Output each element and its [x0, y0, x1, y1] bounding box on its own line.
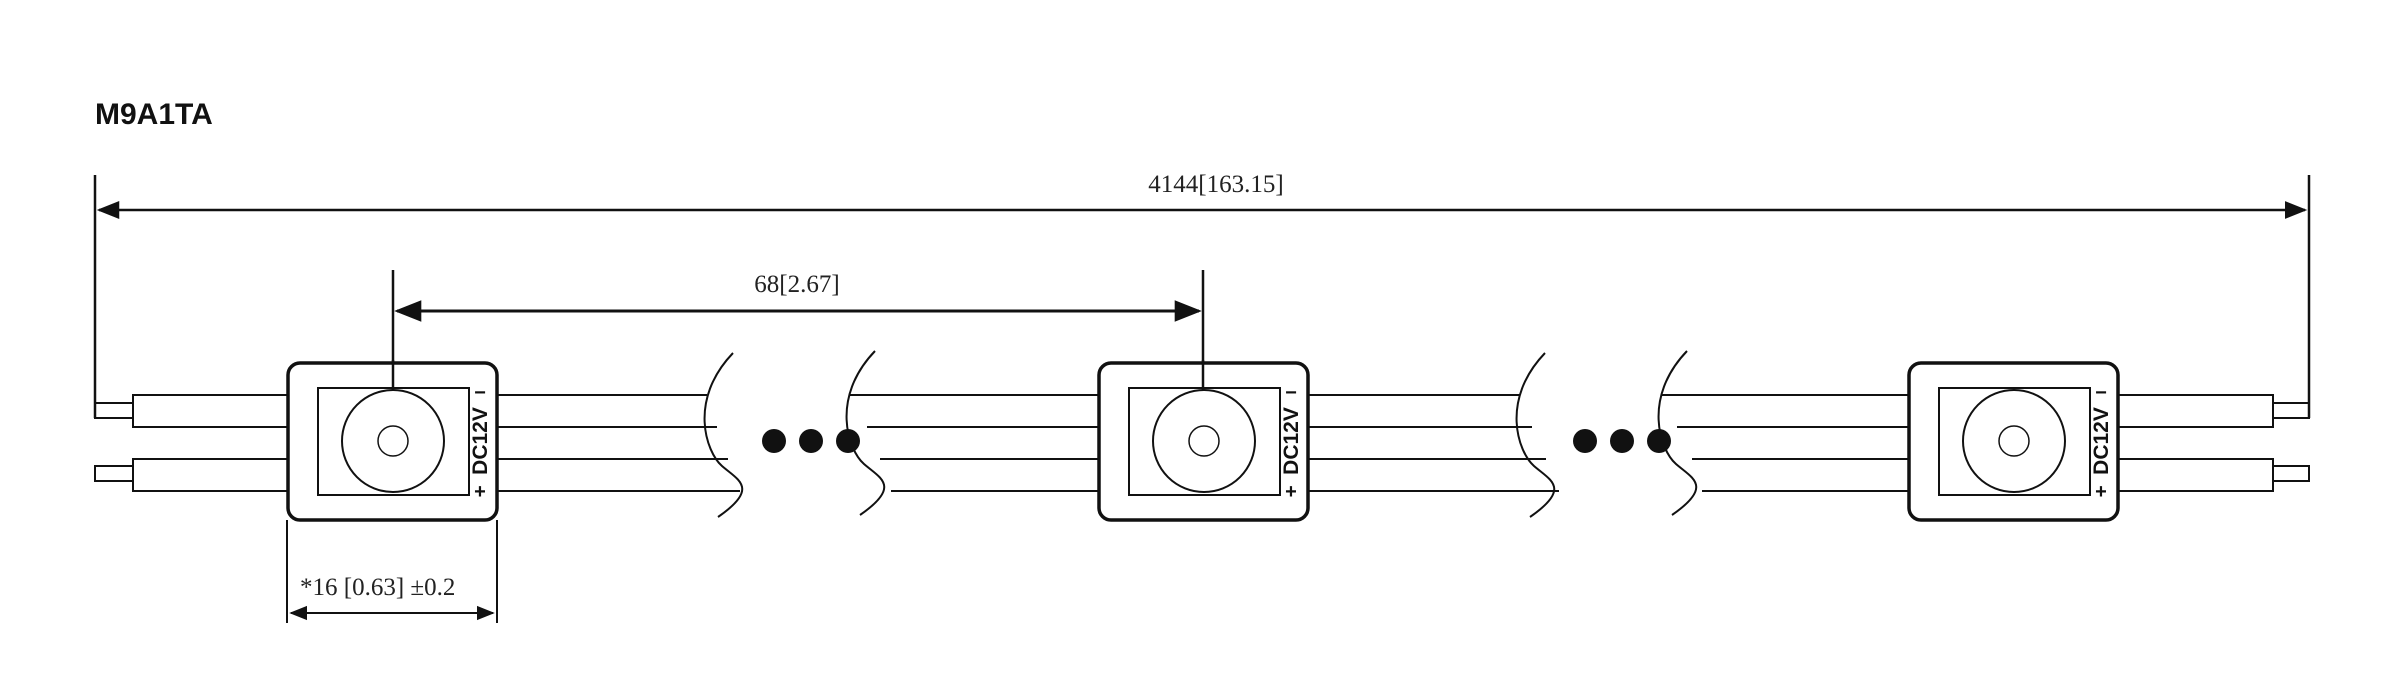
continuation-dot — [799, 429, 823, 453]
pitch-extension-lines — [391, 360, 1205, 390]
plus-terminal-label: + — [1285, 481, 1297, 503]
led-chip — [377, 425, 409, 457]
pitch-dimension: 68[2.67] — [391, 270, 1205, 364]
pitch-label: 68[2.67] — [754, 271, 839, 298]
led-chip — [1188, 425, 1220, 457]
model-title: M9A1TA — [95, 98, 213, 131]
overall-length-label: 4144[163.15] — [1148, 171, 1283, 198]
module-width-dimension: *16 [0.63] ±0.2 — [286, 520, 498, 623]
continuation-dots — [762, 429, 1671, 453]
continuation-dot — [1647, 429, 1671, 453]
voltage-label: DC12V — [469, 407, 492, 475]
voltage-label: DC12V — [2090, 407, 2113, 475]
plus-terminal-label: + — [474, 481, 486, 503]
overall-length-dimension: 4144[163.15] — [93, 171, 2311, 418]
led-chip — [1998, 425, 2030, 457]
plus-terminal-label: + — [2095, 481, 2107, 503]
led-module: − DC12V + — [1097, 361, 1310, 522]
continuation-dot — [836, 429, 860, 453]
continuation-dot — [1610, 429, 1634, 453]
wire-break-marks — [703, 350, 1698, 518]
minus-terminal-label: − — [2095, 382, 2107, 404]
led-module: − DC12V + — [286, 361, 499, 522]
continuation-dot — [1573, 429, 1597, 453]
continuation-dot — [762, 429, 786, 453]
minus-terminal-label: − — [1285, 382, 1297, 404]
module-width-label: *16 [0.63] ±0.2 — [300, 574, 455, 601]
voltage-label: DC12V — [1280, 407, 1303, 475]
led-module: − DC12V + — [1907, 361, 2120, 522]
minus-terminal-label: − — [474, 382, 486, 404]
